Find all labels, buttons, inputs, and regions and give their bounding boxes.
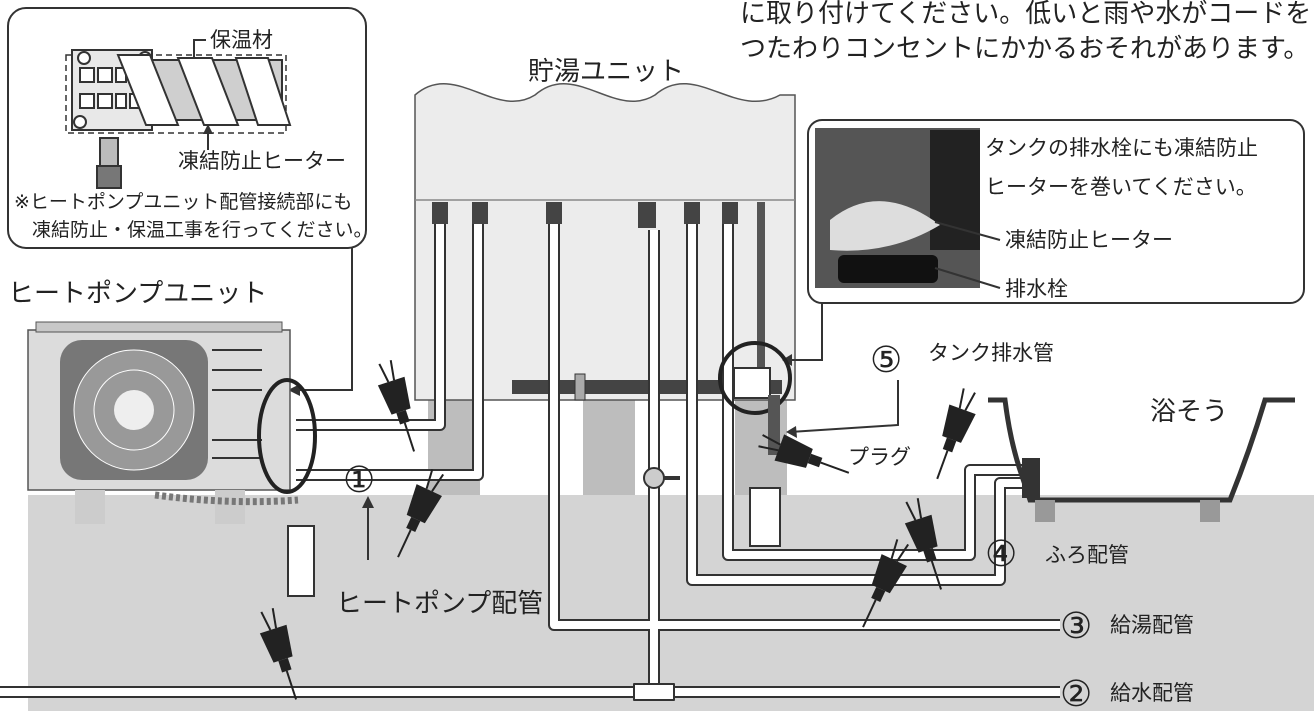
drain-trap bbox=[749, 487, 781, 547]
bathtub bbox=[988, 397, 1295, 522]
storage-unit-label: 貯湯ユニット bbox=[528, 57, 684, 87]
top-note-line2: つたわりコンセントにかかるおそれがあります。 bbox=[740, 34, 1309, 64]
heat-pump-piping-label: ヒートポンプ配管 bbox=[336, 589, 543, 619]
num-5: ⑤ bbox=[870, 340, 902, 381]
callout-right bbox=[782, 119, 1305, 366]
heater-label-right: 凍結防止ヒーター bbox=[1005, 228, 1173, 252]
pipes bbox=[0, 224, 1060, 701]
callout-left-note2: 凍結防止・保温工事を行ってください。 bbox=[32, 219, 372, 241]
plug-label: プラグ bbox=[848, 445, 911, 469]
heat-pump-unit-label: ヒートポンプユニット bbox=[8, 279, 267, 309]
insulation-label: 保温材 bbox=[210, 28, 273, 52]
tank-drain-pipe bbox=[768, 395, 780, 455]
num-3: ③ bbox=[1060, 606, 1092, 647]
drain-plug-label: 排水栓 bbox=[1005, 277, 1068, 301]
heat-pump-unit bbox=[27, 321, 317, 597]
callout-right-line2: ヒーターを巻いてください。 bbox=[985, 175, 1257, 199]
bathtub-label: 浴そう bbox=[1150, 397, 1228, 427]
num-1: ① bbox=[343, 460, 375, 501]
callout-right-line1: タンクの排水栓にも凍結防止 bbox=[985, 136, 1258, 160]
tank-drain-pipe-label: タンク排水管 bbox=[928, 341, 1054, 365]
ground bbox=[28, 495, 1314, 711]
callout-left bbox=[7, 7, 367, 249]
callout-left-note1: ※ヒートポンプユニット配管接続部にも bbox=[14, 191, 352, 213]
num-2: ② bbox=[1060, 674, 1092, 711]
bath-piping-label: ふろ配管 bbox=[1045, 543, 1129, 567]
storage-unit bbox=[414, 83, 796, 495]
num-4: ④ bbox=[985, 534, 1017, 575]
drain-valve bbox=[733, 367, 771, 399]
heater-label-left: 凍結防止ヒーター bbox=[178, 149, 346, 173]
supply-piping-label: 給水配管 bbox=[1110, 681, 1194, 705]
top-note-line1: に取り付けてください。低いと雨や水がコードを bbox=[740, 0, 1311, 29]
drain-highlight bbox=[718, 341, 792, 415]
hot-water-piping-label: 給湯配管 bbox=[1110, 613, 1194, 637]
